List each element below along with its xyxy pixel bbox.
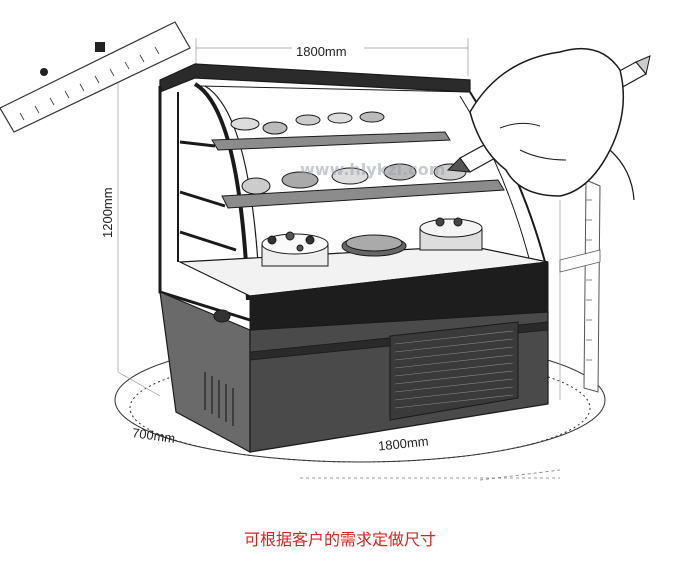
cake-middle-shelf [241,163,467,195]
hand-with-pencil [446,47,651,201]
watermark: www.hlykzl.com [300,160,446,179]
background-guides [117,38,561,400]
floor-marks [300,469,561,481]
ruler-right [559,179,601,393]
cake-items [230,111,483,267]
cake-top-shelf [230,111,385,135]
cabinet-lower [159,261,549,454]
dimension-width-top: 1800mm [296,44,347,59]
custom-size-caption: 可根据客户的需求定做尺寸 [243,530,436,549]
cake-base [261,217,483,267]
dimension-height: 1200mm [100,187,115,238]
ruler-left [0,21,191,133]
